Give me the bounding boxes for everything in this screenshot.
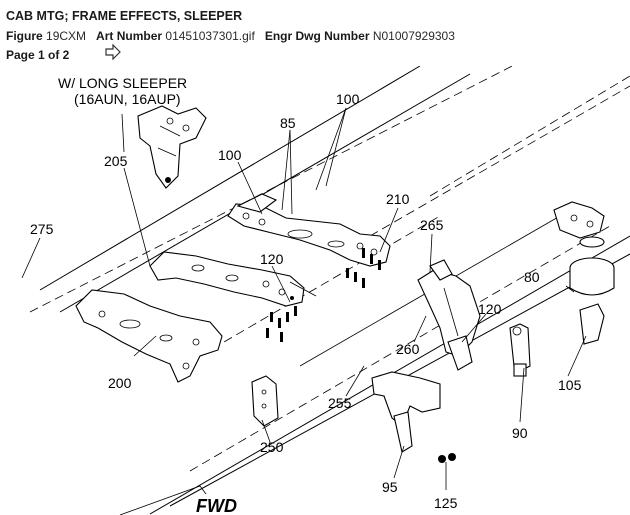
figure-title: CAB MTG; FRAME EFFECTS, SLEEPER bbox=[6, 9, 243, 23]
callout-275: 275 bbox=[30, 221, 54, 237]
callout-265: 265 bbox=[420, 217, 444, 233]
callout-105: 105 bbox=[558, 377, 582, 393]
callout-100: 100 bbox=[218, 147, 242, 163]
forward-arrow: FWD bbox=[119, 485, 237, 515]
figure-label: Figure bbox=[6, 29, 43, 43]
callout-260: 260 bbox=[396, 341, 420, 357]
shock-absorber bbox=[509, 323, 531, 377]
frame-rails bbox=[29, 66, 630, 515]
middle-crossmember bbox=[149, 251, 305, 307]
engr-dwg-label: Engr Dwg Number bbox=[264, 29, 370, 43]
art-number-value: 01451037301.gif bbox=[165, 29, 255, 43]
callout-80: 80 bbox=[524, 269, 540, 285]
callout-200: 200 bbox=[108, 375, 132, 391]
callout-100: 100 bbox=[336, 91, 360, 107]
callout-255: 255 bbox=[328, 395, 352, 411]
suspension-arm bbox=[417, 259, 481, 371]
sleeper-mount-bracket bbox=[137, 105, 207, 189]
sleeper-note-line1: W/ LONG SLEEPER bbox=[58, 75, 187, 91]
callout-125: 125 bbox=[434, 495, 458, 511]
callout-90: 90 bbox=[512, 425, 528, 441]
callout-120: 120 bbox=[260, 251, 284, 267]
bracket-95 bbox=[371, 371, 441, 453]
bracket-105 bbox=[579, 303, 605, 345]
engr-dwg-value: N01007929303 bbox=[372, 29, 455, 43]
front-crossmember bbox=[75, 289, 223, 383]
callout-250: 250 bbox=[260, 439, 284, 455]
figure-value: 19CXM bbox=[46, 29, 87, 43]
next-page-arrow-icon[interactable] bbox=[104, 44, 122, 60]
bracket-250 bbox=[251, 375, 279, 427]
figure-meta-line: Figure 19CXM Art Number 01451037301.gif En… bbox=[6, 29, 455, 43]
fwd-label: FWD bbox=[196, 496, 237, 515]
art-number-label: Art Number bbox=[96, 29, 163, 43]
callout-95: 95 bbox=[382, 479, 398, 495]
bolt-set-upper bbox=[346, 248, 381, 288]
sleeper-note-line2: (16AUN, 16AUP) bbox=[74, 91, 181, 107]
air-spring bbox=[569, 236, 615, 296]
callout-210: 210 bbox=[386, 191, 410, 207]
page-indicator: Page 1 of 2 bbox=[6, 48, 70, 62]
leader-lines bbox=[21, 107, 587, 490]
rear-crossmember bbox=[227, 193, 391, 267]
bolt-set-middle bbox=[266, 306, 297, 342]
upper-right-bracket bbox=[553, 201, 605, 239]
callout-85: 85 bbox=[280, 115, 296, 131]
exploded-parts-diagram: FWD W/ LONG SLEEPER (16AUN, 16AUP) 100 8… bbox=[21, 66, 630, 515]
callout-120: 120 bbox=[478, 301, 502, 317]
nut-125 bbox=[438, 453, 456, 463]
callout-205: 205 bbox=[104, 153, 128, 169]
